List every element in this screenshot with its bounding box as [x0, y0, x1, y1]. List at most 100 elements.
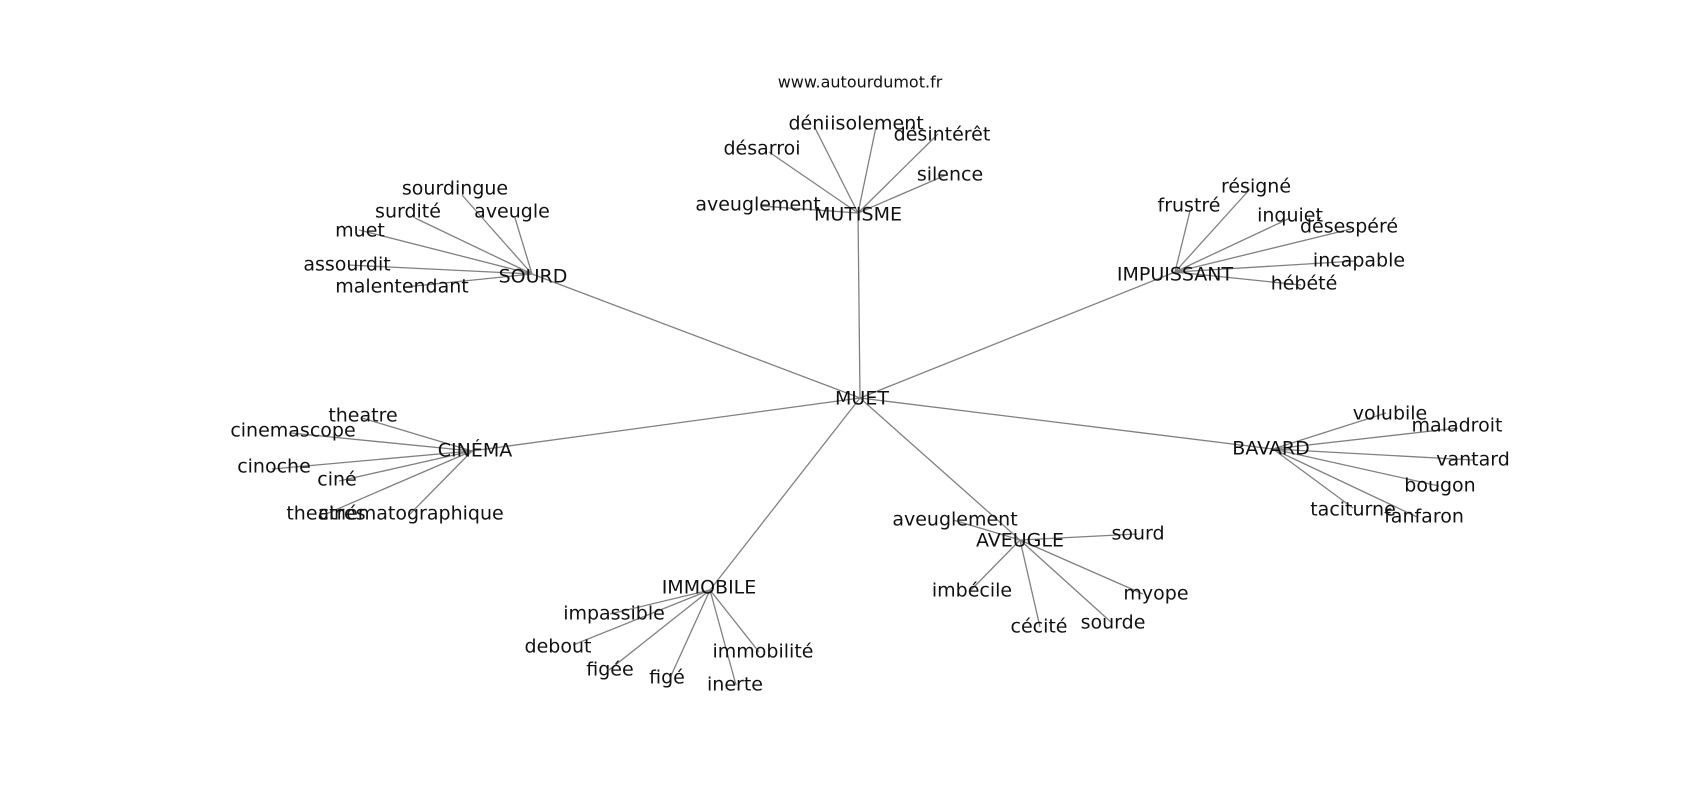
graph-edges: [271, 125, 1474, 686]
edge-center-to-hub: [859, 271, 1176, 399]
edge-hub-to-leaf: [768, 151, 859, 214]
leaf-node-label[interactable]: fanfaron: [1384, 506, 1464, 528]
leaf-node-label[interactable]: immobilité: [713, 641, 814, 663]
leaf-node-label[interactable]: muet: [335, 220, 385, 242]
edge-center-to-hub: [859, 397, 1274, 450]
edge-hub-to-leaf: [408, 450, 473, 516]
leaf-node-label[interactable]: isolement: [830, 113, 923, 135]
leaf-node-label[interactable]: hébété: [1271, 273, 1338, 295]
edge-hub-to-leaf: [1272, 448, 1440, 487]
edge-hub-to-leaf: [1174, 210, 1191, 273]
hub-node-label[interactable]: MUTISME: [814, 204, 902, 226]
edge-hub-to-leaf: [709, 589, 760, 653]
leaf-node-label[interactable]: inerte: [707, 674, 763, 696]
edge-hub-to-leaf: [1272, 427, 1459, 450]
edge-hub-to-leaf: [857, 126, 877, 214]
hub-node-label[interactable]: CINÉMA: [438, 439, 512, 462]
edge-hub-to-leaf: [1174, 260, 1357, 273]
leaf-node-label[interactable]: impassible: [563, 603, 665, 625]
edge-hub-to-leaf: [669, 589, 711, 679]
center-node-label[interactable]: MUET: [835, 388, 889, 410]
leaf-node-label[interactable]: silence: [917, 164, 983, 186]
edge-center-to-hub: [859, 397, 1021, 541]
edge-hub-to-leaf: [1272, 448, 1354, 509]
edge-center-to-hub: [471, 397, 861, 452]
hub-node-label[interactable]: SOURD: [499, 266, 568, 288]
leaf-node-label[interactable]: imbécile: [932, 580, 1012, 602]
edge-hub-to-leaf: [358, 229, 533, 275]
edge-hub-to-leaf: [572, 589, 711, 646]
edge-hub-to-leaf: [361, 417, 473, 452]
edge-hub-to-leaf: [857, 174, 947, 214]
leaf-node-label[interactable]: frustré: [1158, 195, 1221, 217]
edge-hub-to-leaf: [760, 205, 859, 214]
leaf-node-label[interactable]: theatres: [286, 503, 365, 525]
edge-center-to-hub: [709, 397, 861, 591]
edge-hub-to-leaf: [813, 125, 859, 214]
edge-hub-to-leaf: [1272, 448, 1474, 461]
leaf-node-label[interactable]: cécité: [1011, 616, 1068, 638]
edge-hub-to-leaf: [1019, 539, 1113, 624]
edge-hub-to-leaf: [325, 450, 473, 515]
leaf-node-label[interactable]: déni: [788, 113, 829, 135]
hub-node-label[interactable]: IMMOBILE: [662, 577, 757, 599]
leaf-node-label[interactable]: myope: [1123, 583, 1188, 605]
edge-hub-to-leaf: [1019, 533, 1138, 541]
leaf-node-label[interactable]: maladroit: [1412, 415, 1503, 437]
leaf-node-label[interactable]: aveuglement: [695, 194, 820, 216]
leaf-node-label[interactable]: sourd: [1111, 523, 1164, 545]
leaf-node-label[interactable]: sourdingue: [402, 178, 508, 200]
edge-hub-to-leaf: [969, 539, 1021, 592]
edge-hub-to-leaf: [1019, 539, 1041, 628]
leaf-node-label[interactable]: cinoche: [237, 456, 311, 478]
site-credit[interactable]: www.autourdumot.fr: [778, 73, 943, 92]
leaf-node-label[interactable]: incapable: [1313, 250, 1405, 272]
edge-hub-to-leaf: [1174, 218, 1289, 273]
edge-hub-to-leaf: [461, 194, 533, 275]
edge-hub-to-leaf: [347, 264, 533, 275]
edge-hub-to-leaf: [1272, 448, 1418, 518]
edge-hub-to-leaf: [952, 519, 1021, 541]
edge-center-to-hub: [531, 273, 861, 399]
leaf-node-label[interactable]: cinématographique: [318, 503, 503, 525]
leaf-node-label[interactable]: ciné: [317, 469, 356, 491]
leaf-node-label[interactable]: désespéré: [1300, 216, 1398, 238]
edge-hub-to-leaf: [414, 217, 533, 275]
hub-node-label[interactable]: IMPUISSANT: [1117, 264, 1234, 286]
leaf-node-label[interactable]: bougon: [1404, 475, 1475, 497]
leaf-node-label[interactable]: figé: [649, 667, 685, 689]
leaf-node-label[interactable]: aveugle: [474, 201, 550, 223]
leaf-node-label[interactable]: résigné: [1221, 176, 1291, 198]
leaf-node-label[interactable]: désintérêt: [894, 124, 991, 146]
hub-node-label[interactable]: BAVARD: [1232, 438, 1309, 460]
leaf-node-label[interactable]: volubile: [1353, 403, 1428, 425]
edge-hub-to-leaf: [1019, 539, 1144, 595]
edge-center-to-hub: [857, 212, 861, 399]
edge-hub-to-leaf: [290, 432, 473, 452]
leaf-node-label[interactable]: cinemascope: [230, 420, 355, 442]
edge-hub-to-leaf: [609, 589, 711, 615]
edge-hub-to-leaf: [857, 133, 939, 214]
edge-hub-to-leaf: [514, 217, 533, 275]
edge-hub-to-leaf: [608, 589, 711, 671]
leaf-node-label[interactable]: vantard: [1436, 449, 1510, 471]
leaf-node-label[interactable]: aveuglement: [892, 509, 1017, 531]
leaf-node-label[interactable]: inquiet: [1257, 205, 1323, 227]
leaf-node-label[interactable]: figée: [586, 659, 633, 681]
edge-hub-to-leaf: [1174, 188, 1251, 273]
leaf-node-label[interactable]: debout: [525, 636, 592, 658]
leaf-node-label[interactable]: malentendant: [335, 276, 469, 298]
leaf-node-label[interactable]: taciturne: [1310, 499, 1396, 521]
leaf-node-label[interactable]: theatre: [328, 405, 397, 427]
leaf-node-label[interactable]: désarroi: [723, 138, 800, 160]
edge-hub-to-leaf: [709, 589, 737, 686]
edge-hub-to-leaf: [271, 450, 473, 470]
hub-node-label[interactable]: AVEUGLE: [976, 530, 1064, 552]
leaf-node-label[interactable]: sourde: [1081, 612, 1146, 634]
edge-hub-to-leaf: [1174, 228, 1352, 273]
leaf-node-label[interactable]: surdité: [375, 201, 441, 223]
leaf-node-label[interactable]: assourdit: [303, 254, 390, 276]
edge-hub-to-leaf: [1272, 412, 1387, 450]
